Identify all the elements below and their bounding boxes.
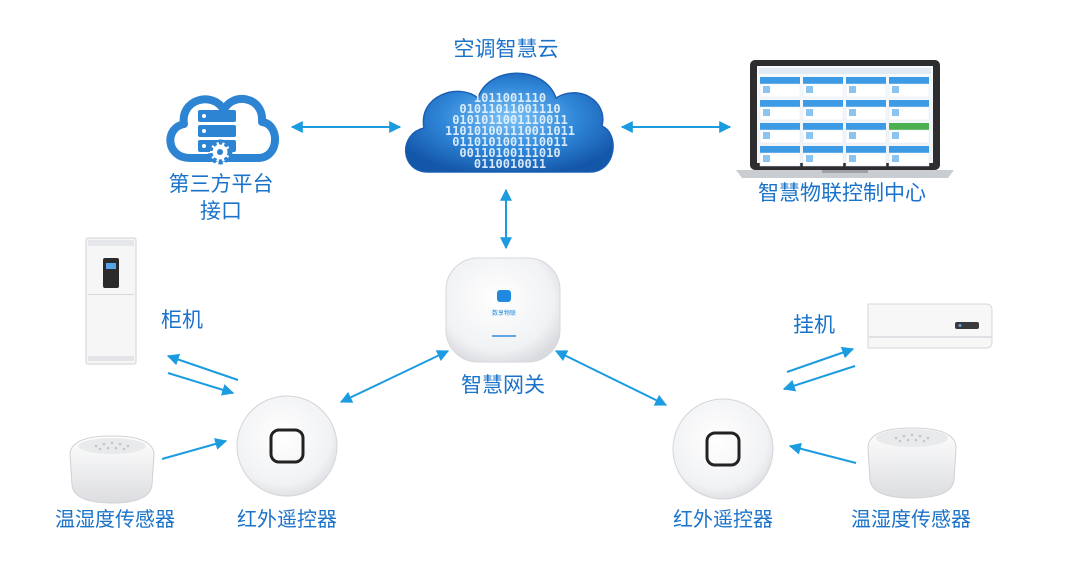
cabinet-ac-icon [85, 237, 137, 365]
dashboard-tile-icon [849, 109, 856, 116]
third-party-label-line2: 接口 [200, 199, 242, 223]
cloud-binary-row: 0101011001110011 [452, 113, 568, 127]
dashboard-tile [846, 100, 886, 107]
sensor-left-icon [69, 435, 155, 504]
dashboard-tile-icon [763, 109, 770, 116]
smart-gateway-icon: 数享物联 [445, 257, 561, 363]
dashboard-tile [803, 123, 843, 130]
dashboard-tile [889, 146, 929, 153]
dashboard-tile [803, 100, 843, 107]
ir-remote-left-label: 红外遥控器 [237, 507, 337, 531]
arrow-ir-left-to-cabinet [166, 353, 239, 381]
dashboard-tile-icon [806, 155, 813, 162]
arrow-ir-right-to-wall [786, 346, 855, 373]
laptop-icon [736, 60, 954, 178]
smart-cloud-icon: 1011001110010110110011100101011001110011… [405, 72, 614, 173]
cloud-binary-text: 1011001110010110110011100101011001110011… [445, 91, 575, 171]
dashboard-tiles [759, 68, 931, 167]
server-icon [198, 110, 236, 122]
sensor-left-label: 温湿度传感器 [55, 507, 175, 531]
dashboard-tile [803, 146, 843, 153]
arrow-sensor-left-to-ir [161, 438, 228, 460]
ir-remote-right-icon [672, 398, 774, 500]
wall-ac-label: 挂机 [793, 313, 835, 337]
cloud-binary-row: 1011001110 [474, 91, 546, 105]
sensor-right-icon [867, 427, 957, 499]
dashboard-tile [760, 100, 800, 107]
dashboard-tile-icon [806, 86, 813, 93]
dashboard-tile-icon [892, 86, 899, 93]
dashboard-tile [846, 146, 886, 153]
arrow-gateway-ir-left [339, 350, 450, 403]
dashboard-tile [760, 77, 800, 84]
dashboard-tile-icon [892, 109, 899, 116]
dashboard-header [759, 68, 931, 74]
control-center-label: 智慧物联控制中心 [758, 181, 926, 205]
dashboard-tile-icon [849, 132, 856, 139]
dashboard-tile-icon [849, 155, 856, 162]
dashboard-tile-icon [892, 155, 899, 162]
third-party-platform-icon [166, 95, 279, 165]
arrow-cabinet-to-ir-left [167, 372, 235, 396]
gateway-label: 智慧网关 [461, 373, 545, 397]
dashboard-tile [760, 146, 800, 153]
arrows [161, 121, 857, 464]
cloud-binary-row: 0110101001110011 [452, 135, 568, 149]
dashboard-tile-icon [892, 132, 899, 139]
ir-remote-right-label: 红外遥控器 [673, 507, 773, 531]
dashboard-tile-icon [763, 155, 770, 162]
cloud-label: 空调智慧云 [453, 37, 559, 61]
arrow-wall-to-ir-right [782, 365, 856, 392]
gateway-logo-icon [497, 290, 511, 302]
dashboard-tile-icon [806, 109, 813, 116]
dashboard-tile [803, 77, 843, 84]
third-party-label-line1: 第三方平台 [168, 172, 274, 196]
dashboard-tile [889, 123, 929, 130]
cloud-binary-row: 01011011001110 [459, 102, 560, 116]
arrow-sensor-right-to-ir [788, 442, 857, 464]
ir-remote-left-icon [236, 395, 338, 497]
sensor-right-label: 温湿度传感器 [851, 507, 971, 531]
cloud-binary-row: 110101001110011011 [445, 124, 575, 138]
dashboard-tile-icon [806, 132, 813, 139]
wall-ac-icon [867, 303, 993, 349]
dashboard-tile-icon [849, 86, 856, 93]
dashboard-tile-icon [763, 132, 770, 139]
dashboard-tile [889, 100, 929, 107]
cloud-binary-row: 00110100111010 [459, 146, 560, 160]
cabinet-ac-label: 柜机 [161, 308, 203, 332]
dashboard-tile [760, 123, 800, 130]
dashboard-tile [889, 77, 929, 84]
arrow-gateway-ir-right [554, 350, 668, 406]
dashboard-tile [846, 77, 886, 84]
cloud-binary-row: 0110010011 [474, 157, 546, 171]
gateway-brand-text: 数享物联 [492, 309, 516, 317]
gear-icon [207, 139, 233, 165]
dashboard-tile-icon [763, 86, 770, 93]
dashboard-tile [846, 123, 886, 130]
